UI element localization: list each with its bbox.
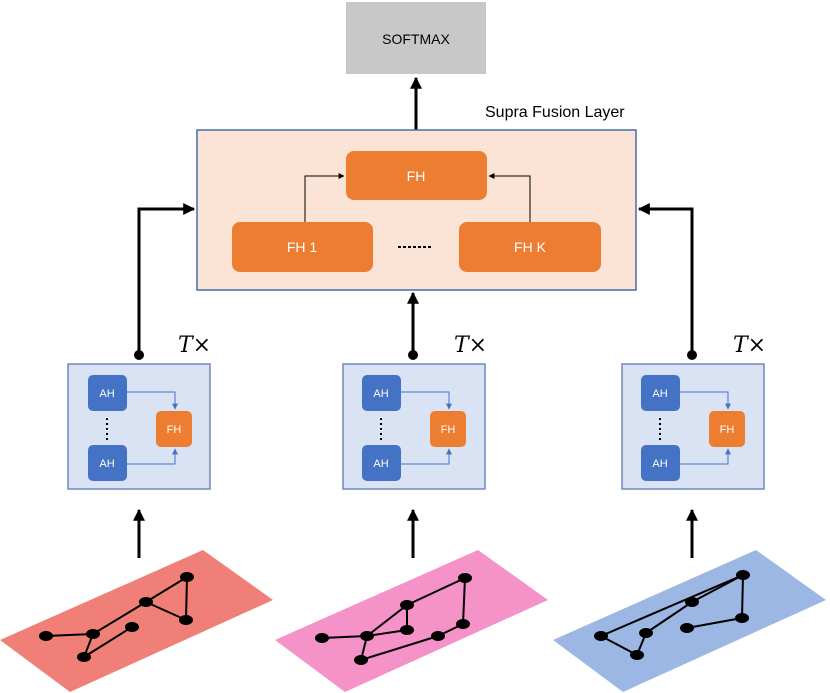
fusion-head bbox=[156, 411, 192, 447]
attention-head-bottom bbox=[362, 445, 401, 481]
attention-head-bottom-label: AH bbox=[373, 458, 388, 470]
attention-head-top-label: AH bbox=[373, 388, 388, 400]
fusion-head-top: FH bbox=[346, 151, 487, 200]
attention-block-1: AH AH FH bbox=[67, 363, 211, 490]
attention-head-bottom bbox=[88, 445, 127, 481]
softmax-box: SOFTMAX bbox=[346, 2, 486, 74]
fusion-head-k-label: FH K bbox=[514, 239, 547, 255]
fusion-head-1: FH 1 bbox=[232, 222, 373, 272]
fusion-head bbox=[430, 411, 466, 447]
fusion-layer-title: Supra Fusion Layer bbox=[485, 104, 625, 121]
repeat-label-3: T× bbox=[733, 333, 766, 358]
attention-head-top bbox=[641, 375, 680, 411]
attention-block-2: AH AH FH bbox=[342, 363, 486, 490]
attention-head-top-label: AH bbox=[652, 388, 667, 400]
fusion-head bbox=[709, 411, 745, 447]
graph-layer-1 bbox=[0, 550, 273, 692]
attention-block-3: AH AH FH bbox=[621, 363, 765, 490]
fusion-head-label: FH bbox=[720, 424, 735, 436]
attention-head-top-label: AH bbox=[99, 388, 114, 400]
attention-head-top bbox=[88, 375, 127, 411]
fusion-layer: FH FH 1 FH K bbox=[196, 129, 637, 291]
fusion-head-k: FH K bbox=[459, 222, 601, 272]
softmax-label: SOFTMAX bbox=[382, 31, 450, 47]
repeat-label-1: T× bbox=[178, 333, 211, 358]
graph-nodes bbox=[39, 572, 194, 662]
graph-nodes bbox=[594, 570, 750, 660]
connector-fhk-to-fh bbox=[488, 173, 531, 222]
repeat-label-2: T× bbox=[454, 333, 487, 358]
fusion-head-label: FH bbox=[441, 424, 456, 436]
graph-layer-3 bbox=[553, 550, 826, 692]
attention-head-bottom bbox=[641, 445, 680, 481]
attention-head-bottom-label: AH bbox=[99, 458, 114, 470]
block-connectors bbox=[134, 203, 697, 360]
connector-fh1-to-fh bbox=[304, 173, 345, 222]
attention-head-bottom-label: AH bbox=[652, 458, 667, 470]
attention-head-top bbox=[362, 375, 401, 411]
fusion-head-label: FH bbox=[167, 424, 182, 436]
fusion-head-1-label: FH 1 bbox=[287, 239, 318, 255]
fusion-head-top-label: FH bbox=[407, 168, 426, 184]
graph-layer-2 bbox=[275, 550, 548, 692]
graph-nodes bbox=[315, 573, 472, 665]
